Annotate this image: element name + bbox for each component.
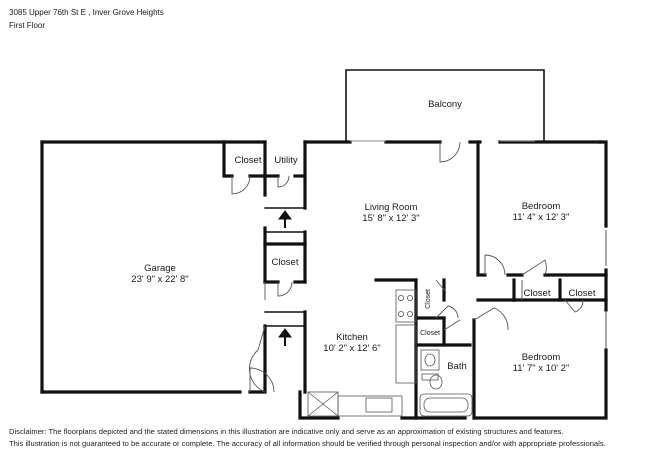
bedroom2-label: Bedroom xyxy=(522,352,561,363)
closet-kitchen-label: Closet xyxy=(425,289,432,309)
garage-dims: 23' 9" x 22' 8" xyxy=(131,274,188,285)
stair-arrow-down-icon xyxy=(278,328,292,346)
garage-label: Garage xyxy=(144,263,176,274)
disclaimer-line-1: Disclaimer: The floorplans depicted and … xyxy=(9,427,564,436)
bath-label: Bath xyxy=(447,361,467,372)
living-room-label: Living Room xyxy=(365,202,418,213)
disclaimer-line-2: This illustration is not guaranteed to b… xyxy=(9,439,606,448)
bath-fixtures xyxy=(419,349,473,417)
stair-arrow-up-icon xyxy=(278,210,292,228)
floor-label: First Floor xyxy=(9,21,45,30)
bedroom2-dims: 11' 7" x 10' 2" xyxy=(513,363,570,374)
utility-label: Utility xyxy=(274,155,297,166)
bedroom1-dims: 11' 4" x 12' 3" xyxy=(513,212,570,223)
kitchen-label: Kitchen xyxy=(336,332,368,343)
kitchen-dims: 10' 2" x 12' 6" xyxy=(323,343,380,354)
property-address: 3085 Upper 76th St E , Inver Grove Heigh… xyxy=(9,8,164,17)
closet-bed-b-label: Closet xyxy=(569,288,596,299)
balcony-label: Balcony xyxy=(428,99,462,110)
closet-bed-a-label: Closet xyxy=(524,288,551,299)
kitchen-fixtures xyxy=(307,289,417,417)
bedroom1-label: Bedroom xyxy=(522,201,561,212)
door-swings xyxy=(231,141,584,393)
closet-mid-label: Closet xyxy=(272,257,299,268)
closet-top-label: Closet xyxy=(235,155,262,166)
living-room-dims: 15' 8" x 12' 3" xyxy=(362,213,419,224)
windows xyxy=(42,140,607,394)
closet-small-label: Closet xyxy=(420,330,440,337)
